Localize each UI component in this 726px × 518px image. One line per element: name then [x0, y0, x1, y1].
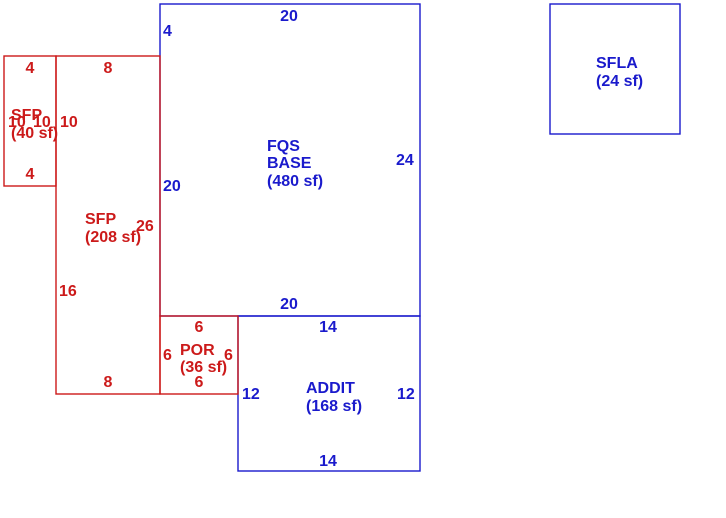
- por-area: (36 sf): [180, 359, 227, 376]
- base-top-dimension: 20: [280, 8, 298, 25]
- base-name-line1: FQS: [267, 138, 300, 155]
- addit-area: (168 sf): [306, 398, 362, 415]
- por-name: POR: [180, 342, 215, 359]
- base-left-upper-dimension: 4: [163, 23, 172, 40]
- base-bottom-dimension: 20: [280, 296, 298, 313]
- base-name-line2: BASE: [267, 155, 312, 172]
- base-right-dimension: 24: [396, 152, 414, 169]
- sfp-small-left-dimension: 10: [8, 114, 26, 131]
- por-bottom-dimension: 6: [195, 374, 204, 391]
- sfp-small-area: (40 sf): [11, 125, 58, 142]
- sfp-small-top-dimension: 4: [26, 60, 35, 77]
- sfp-large-top-dimension: 8: [104, 60, 113, 77]
- sfla-outline: [549, 3, 681, 135]
- sfla-name: SFLA: [596, 55, 638, 72]
- sfp-small-name: SFP: [11, 107, 42, 124]
- sfp-large-outline: [55, 55, 161, 395]
- por-outline: [159, 315, 239, 395]
- por-top-dimension: 6: [195, 319, 204, 336]
- addit-left-dimension: 12: [242, 386, 260, 403]
- addit-name: ADDIT: [306, 380, 355, 397]
- base-left-dimension: 20: [163, 178, 181, 195]
- sfp-small-inner-dimension: 10: [33, 114, 51, 131]
- addit-right-dimension: 12: [397, 386, 415, 403]
- sfp-large-area: (208 sf): [85, 229, 141, 246]
- sfp-large-right-dimension: 26: [136, 218, 154, 235]
- addit-bottom-dimension: 14: [319, 453, 337, 470]
- base-area: (480 sf): [267, 173, 323, 190]
- sfp-large-bottom-dimension: 8: [104, 374, 113, 391]
- sfp-large-left-dimension: 16: [59, 283, 77, 300]
- addit-top-dimension: 14: [319, 319, 337, 336]
- sfla-area: (24 sf): [596, 73, 643, 90]
- por-right-dimension: 6: [224, 347, 233, 364]
- sfp-small-right-dimension: 10: [60, 114, 78, 131]
- sfp-large-name: SFP: [85, 211, 116, 228]
- por-left-dimension: 6: [163, 347, 172, 364]
- sfp-small-bottom-dimension: 4: [26, 166, 35, 183]
